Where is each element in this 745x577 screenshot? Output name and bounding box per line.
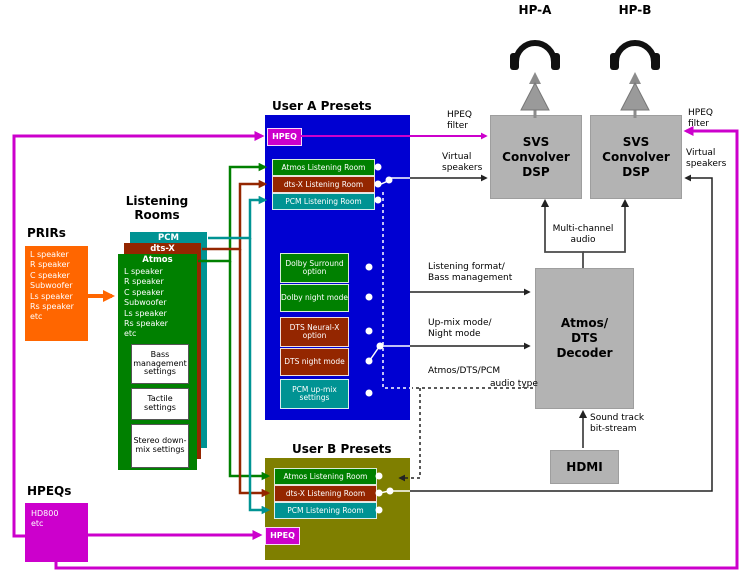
option-chip-dolby-night: Dolby night mode xyxy=(280,284,349,312)
prir-item: L speaker xyxy=(30,250,69,259)
room-speaker-item: L speaker xyxy=(124,267,163,276)
listening-format-line2: Bass management xyxy=(428,273,513,284)
prir-item: Ls speaker xyxy=(30,291,73,301)
multichannel-line2: audio xyxy=(570,235,596,246)
hpeqs-box: HD800 etc xyxy=(25,503,88,562)
virtual-speakers-left-label: Virtual speakers xyxy=(442,152,482,175)
listening-rooms-title-line1: Listening xyxy=(125,194,189,208)
option-chip-dts-night: DTS night mode xyxy=(280,348,349,376)
virtual-speakers-right-line2: speakers xyxy=(686,159,727,170)
upmix-line2: Night mode xyxy=(428,329,481,340)
upmix-line1: Up-mix mode/ xyxy=(428,318,492,328)
room-chip-atmos-a: Atmos Listening Room xyxy=(272,159,375,176)
headphone-a-icon xyxy=(510,40,560,70)
hpeq-filter-right-label: HPEQ filter xyxy=(688,108,713,131)
virtual-speakers-right-line1: Virtual xyxy=(686,148,716,158)
room-chip-pcm-a: PCM Listening Room xyxy=(272,193,375,210)
decoder-box: Atmos/ DTS Decoder xyxy=(535,268,634,409)
listening-rooms-title-line2: Rooms xyxy=(134,208,180,223)
room-speaker-item: Subwoofer xyxy=(124,298,167,308)
convolver-right-line2: Convolver xyxy=(602,149,670,164)
multichannel-line1: Multi-channel xyxy=(552,224,614,234)
atmos-to-a-line xyxy=(198,162,268,263)
convolver-left-line1: SVS xyxy=(522,134,550,149)
hpeq-b-chip: HPEQ xyxy=(265,527,300,545)
decoder-line2: DTS xyxy=(571,331,598,345)
audio-fmt-label: Atmos/DTS/PCM xyxy=(428,366,501,376)
dtsx-to-b-line xyxy=(238,249,271,498)
atmos-tab: Atmos xyxy=(142,255,173,265)
hdmi-label: HDMI xyxy=(566,459,603,474)
room-chip-pcm-b: PCM Listening Room xyxy=(274,502,377,519)
hpeq-filter-right-line2: filter xyxy=(688,119,709,130)
decoder-line3: Decoder xyxy=(556,346,613,360)
virtual-speakers-left-line1: Virtual xyxy=(442,152,472,162)
headphone-b-icon xyxy=(610,40,660,70)
hp-a-label: HP-A xyxy=(518,3,552,17)
convolver-right-line1: SVS xyxy=(622,134,650,149)
listening-format-line1: Listening format/ xyxy=(428,262,505,272)
user-a-title: User A Presets xyxy=(272,99,372,113)
option-chip-pcm-upmix: PCM up-mix settings xyxy=(280,379,349,409)
room-speaker-item: Rs speaker xyxy=(124,319,168,329)
prir-item: R speaker xyxy=(30,260,70,270)
hpeq-a-chip: HPEQ xyxy=(267,128,302,146)
hpeq-filter-left-line1: HPEQ xyxy=(447,110,472,120)
pcm-to-a-line xyxy=(208,195,268,240)
hpeq-filter-right-line1: HPEQ xyxy=(688,108,713,118)
upmix-label: Up-mix mode/ Night mode xyxy=(428,318,492,341)
pcm-tab: PCM xyxy=(158,233,179,243)
room-speaker-item: C speaker xyxy=(124,287,164,297)
convolver-right-line3: DSP xyxy=(622,164,650,179)
bass-settings-box: Bass management settings xyxy=(131,344,189,384)
virtual-speakers-left-line2: speakers xyxy=(442,163,483,174)
option-chip-dolby-surround: Dolby Surround option xyxy=(280,253,349,283)
listening-rooms-title: Listening Rooms xyxy=(113,194,201,223)
hpeq-item: etc xyxy=(31,519,44,529)
room-speaker-item: etc xyxy=(124,329,137,339)
hpeqs-title: HPEQs xyxy=(27,484,72,498)
hpeq-filter-left-label: HPEQ filter xyxy=(447,110,472,133)
hdmi-box: HDMI xyxy=(550,450,619,484)
room-speaker-item: Ls speaker xyxy=(124,308,167,318)
virtual-speakers-right-label: Virtual speakers xyxy=(686,148,726,171)
decoder-line1: Atmos/ xyxy=(560,316,609,330)
room-chip-dtsx-a: dts-X Listening Room xyxy=(272,176,375,193)
hpeq-filter-left-line2: filter xyxy=(447,121,468,132)
tactile-settings-box: Tactile settings xyxy=(131,388,189,420)
soundtrack-line2: bit-stream xyxy=(590,424,637,435)
prir-item: C speaker xyxy=(30,270,70,280)
room-chip-atmos-b: Atmos Listening Room xyxy=(274,468,377,485)
dtsx-to-a-line xyxy=(202,179,268,251)
room-chip-dtsx-b: dts-X Listening Room xyxy=(274,485,377,502)
multichannel-label: Multi-channel audio xyxy=(538,224,628,247)
amp-a-triangle xyxy=(520,81,550,111)
amp-b-triangle xyxy=(620,81,650,111)
svs-convolver-left: SVS Convolver DSP xyxy=(490,115,582,199)
atmos-to-b-line xyxy=(228,261,271,481)
hp-b-label: HP-B xyxy=(618,3,652,17)
option-chip-dts-neural: DTS Neural-X option xyxy=(280,317,349,347)
soundtrack-label: Sound track bit-stream xyxy=(590,413,644,436)
prirs-box: L speaker R speaker C speaker Subwoofer … xyxy=(25,246,88,341)
prir-item: Subwoofer xyxy=(30,281,73,291)
prir-item: etc xyxy=(30,312,43,322)
listening-format-label: Listening format/ Bass management xyxy=(428,262,512,285)
audio-type-label: audio type xyxy=(490,379,538,389)
svs-convolver-right: SVS Convolver DSP xyxy=(590,115,682,199)
room-speaker-item: R speaker xyxy=(124,277,164,287)
user-b-title: User B Presets xyxy=(292,442,392,456)
stereo-downmix-box: Stereo down-mix settings xyxy=(131,424,189,468)
convolver-left-line3: DSP xyxy=(522,164,550,179)
prirs-title: PRIRs xyxy=(27,226,66,240)
soundtrack-line1: Sound track xyxy=(590,413,645,423)
convolver-left-line2: Convolver xyxy=(502,149,570,164)
dtsx-tab: dts-X xyxy=(150,244,175,254)
prir-item: Rs speaker xyxy=(30,302,74,312)
hpeq-item: HD800 xyxy=(31,509,59,518)
